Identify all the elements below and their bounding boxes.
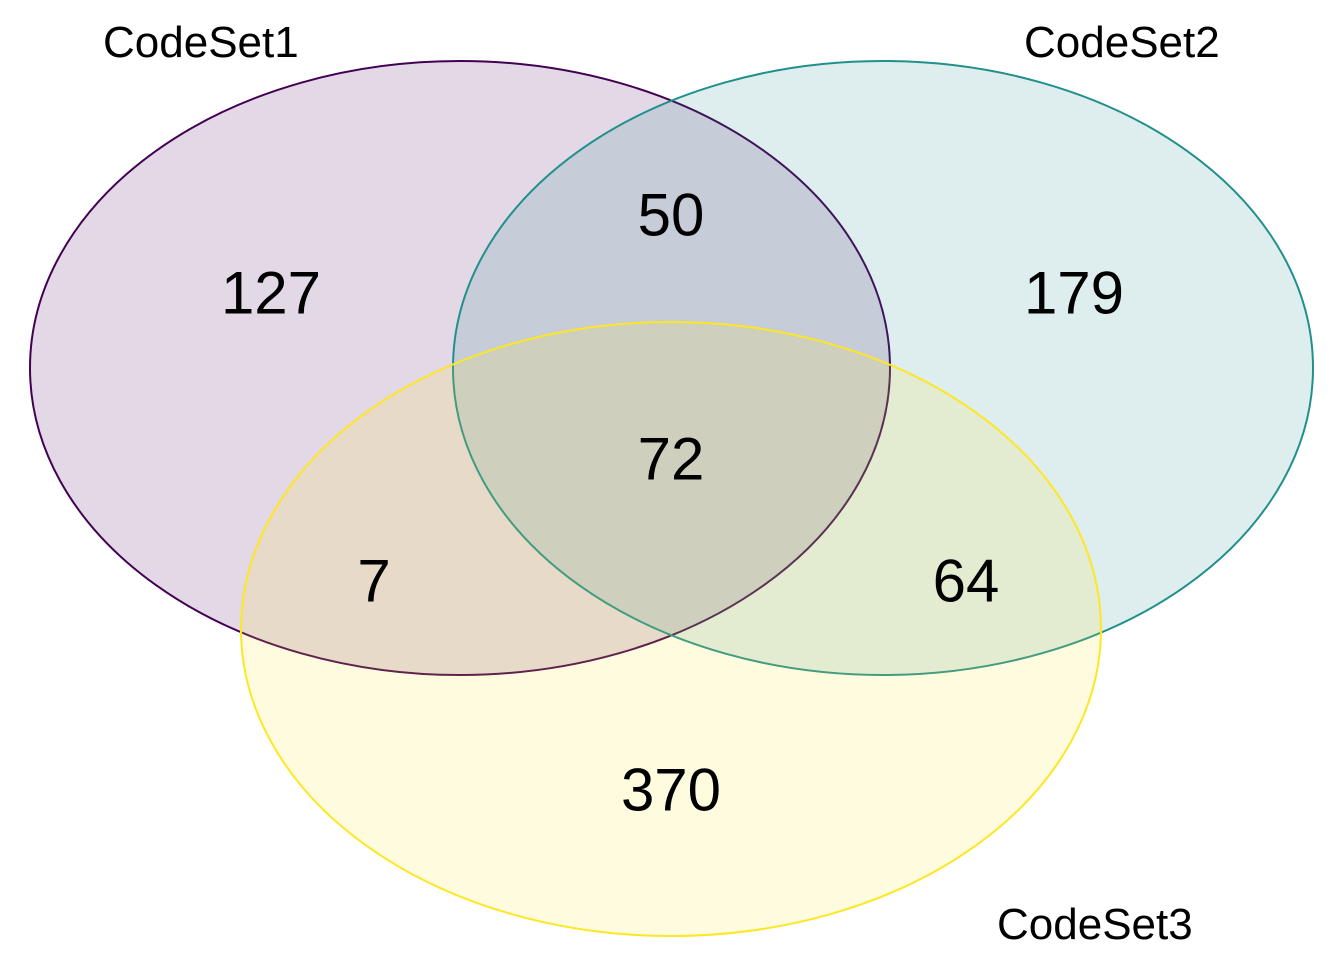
codeset1-codeset3-count: 7	[357, 548, 390, 615]
codeset1-label: CodeSet1	[103, 18, 299, 67]
only-codeset3-count: 370	[621, 757, 721, 824]
codeset3-label: CodeSet3	[997, 900, 1193, 949]
codeset2-codeset3-count: 64	[933, 548, 1000, 615]
codeset2-label: CodeSet2	[1024, 18, 1220, 67]
codeset1-codeset2-count: 50	[638, 182, 705, 249]
codeset1-ellipse	[29, 60, 891, 676]
codeset2-ellipse	[452, 60, 1314, 676]
codeset3-ellipse	[240, 321, 1102, 937]
only-codeset2-count: 179	[1024, 260, 1124, 327]
all-three-count: 72	[638, 426, 705, 493]
only-codeset1-count: 127	[221, 260, 321, 327]
